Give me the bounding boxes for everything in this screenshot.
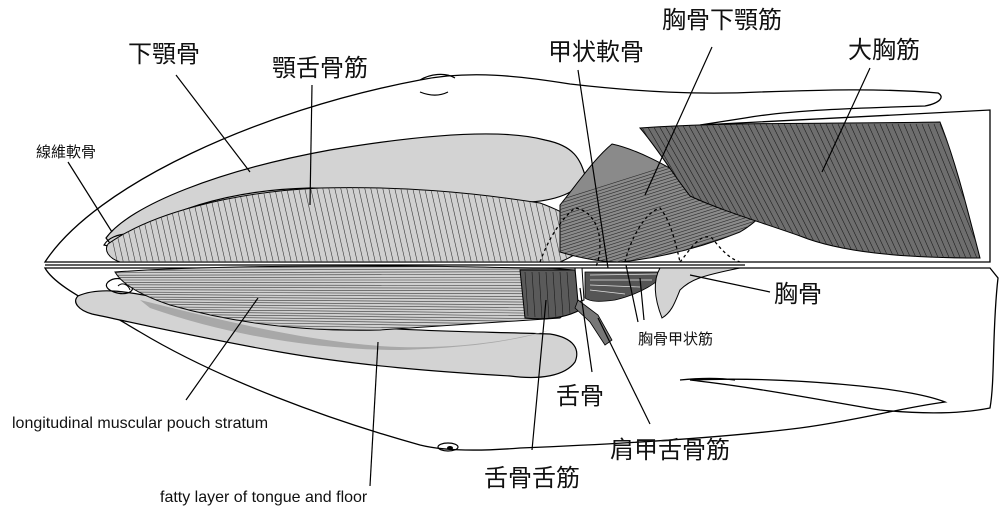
label-omohyoid: 肩甲舌骨筋 <box>610 438 730 462</box>
omohyoid-muscle <box>575 300 612 345</box>
label-sternothyroid: 胸骨甲状筋 <box>638 332 713 347</box>
sternum-bone <box>655 268 740 318</box>
label-hyoglossus: 舌骨舌筋 <box>484 466 580 490</box>
label-pectoralis-major: 大胸筋 <box>848 38 920 62</box>
label-longitudinal-pouch: longitudinal muscular pouch stratum <box>12 416 268 432</box>
label-sternum: 胸骨 <box>774 282 822 306</box>
label-fatty-layer: fatty layer of tongue and floor <box>160 490 367 506</box>
hyoglossus-muscle <box>520 270 580 319</box>
label-thyroid-cartilage: 甲状軟骨 <box>548 40 644 64</box>
label-sternomandibular: 胸骨下顎筋 <box>662 8 782 32</box>
label-hyoid: 舌骨 <box>556 384 604 408</box>
label-fibrocartilage: 線維軟骨 <box>36 145 96 160</box>
label-mandible: 下顎骨 <box>128 42 200 66</box>
label-genioglossus: 顎舌骨筋 <box>272 56 368 80</box>
